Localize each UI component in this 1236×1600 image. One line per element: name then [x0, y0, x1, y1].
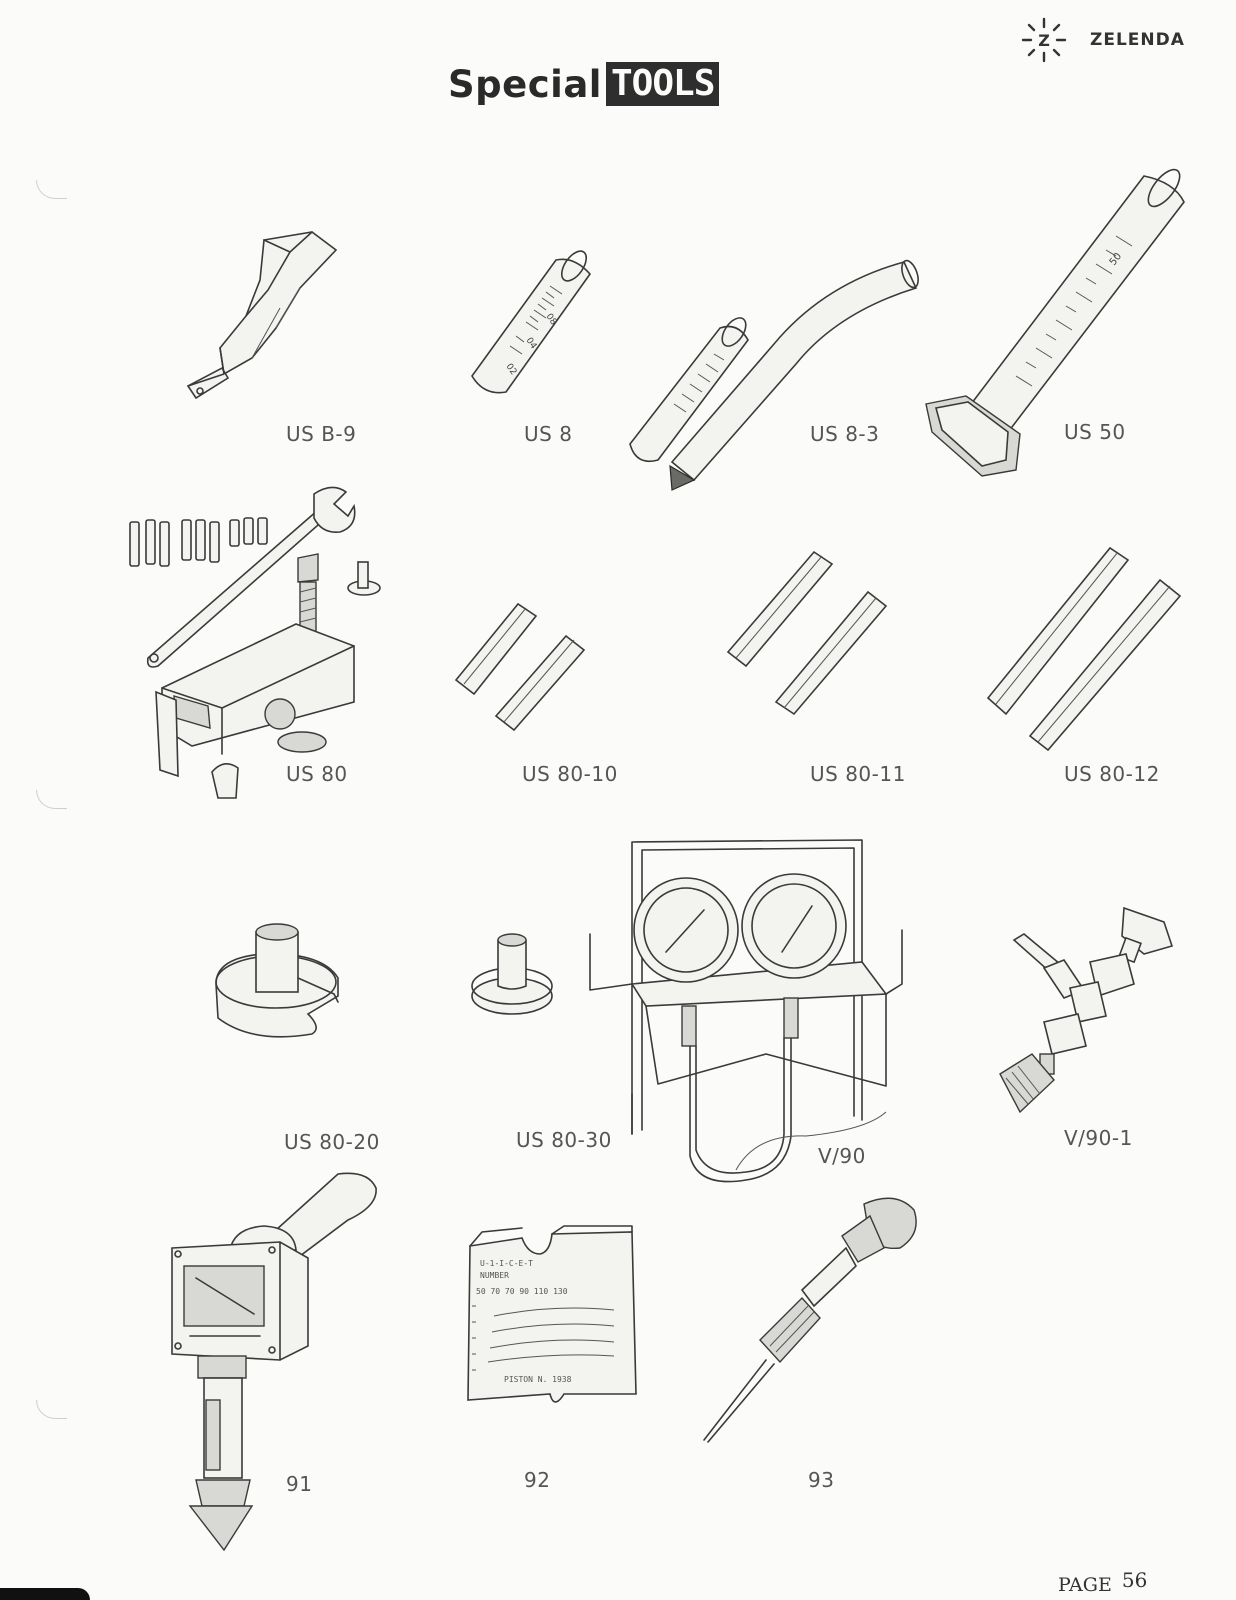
tool-label: US 80-20 [284, 1130, 380, 1154]
long-bar-pair-icon [986, 546, 1182, 752]
title-tag: TOOLS [606, 62, 720, 106]
page-number: PAGE 56 [1058, 1568, 1147, 1596]
tool-label: US 80-11 [810, 762, 906, 786]
sunburst-logo-icon: Z [1021, 17, 1067, 63]
tool-label: US 80-12 [1064, 762, 1160, 786]
tool-label: US 8 [524, 422, 573, 446]
binder-hole-mark [36, 790, 67, 809]
binder-hole-mark [36, 1400, 67, 1419]
twin-vacuum-gauge-icon [589, 839, 903, 1183]
tool-label: US B-9 [286, 422, 357, 446]
tool-label: US 80 [286, 762, 348, 786]
medium-bar-pair-icon [726, 550, 888, 716]
card-line-1: U-1-I-C-E-T [480, 1259, 533, 1268]
pin-spacer-icon [471, 933, 553, 1015]
graduated-tube-icon: 08 04 02 [471, 250, 592, 394]
binder-hole-mark [36, 180, 67, 199]
graduated-cylinder-icon: 50 [925, 168, 1185, 477]
tool-label: US 80-30 [516, 1128, 612, 1152]
page-number-value: 56 [1121, 1568, 1148, 1592]
valve-adapter-icon [999, 906, 1174, 1114]
scan-edge-mark [0, 1588, 90, 1600]
tool-label: V/90-1 [1064, 1126, 1133, 1150]
gauge-probe-icon [171, 1172, 377, 1552]
tool-label: US 50 [1064, 420, 1126, 444]
tool-label: 92 [524, 1468, 551, 1492]
card-line-2: NUMBER [480, 1271, 509, 1280]
tool-label: 91 [286, 1472, 313, 1496]
title-word: Special [448, 62, 602, 106]
brand-logo: Z ZELENDA [1020, 16, 1185, 64]
logo-letter: Z [1038, 31, 1050, 50]
short-bar-pair-icon [454, 602, 586, 732]
calibration-card-icon: U-1-I-C-E-T NUMBER 50 70 70 90 110 130 P… [467, 1225, 637, 1403]
page-title: Special TOOLS [448, 60, 720, 108]
angled-tube-tool-icon [186, 231, 338, 400]
page-label: PAGE [1058, 1574, 1112, 1596]
tool-label: V/90 [818, 1144, 866, 1168]
clamp-fixture-with-wrench-icon [129, 486, 381, 799]
screwdriver-probe-icon [703, 1197, 917, 1443]
graduated-tube-with-hose-icon [629, 259, 919, 491]
tool-label: 93 [808, 1468, 835, 1492]
card-footer: PISTON N. 1938 [504, 1375, 572, 1384]
card-line-3: 50 70 70 90 110 130 [476, 1287, 568, 1296]
slotted-collar-icon [215, 923, 339, 1038]
tool-label: US 80-10 [522, 762, 618, 786]
brand-name: ZELENDA [1090, 30, 1185, 50]
tool-label: US 8-3 [810, 422, 880, 446]
